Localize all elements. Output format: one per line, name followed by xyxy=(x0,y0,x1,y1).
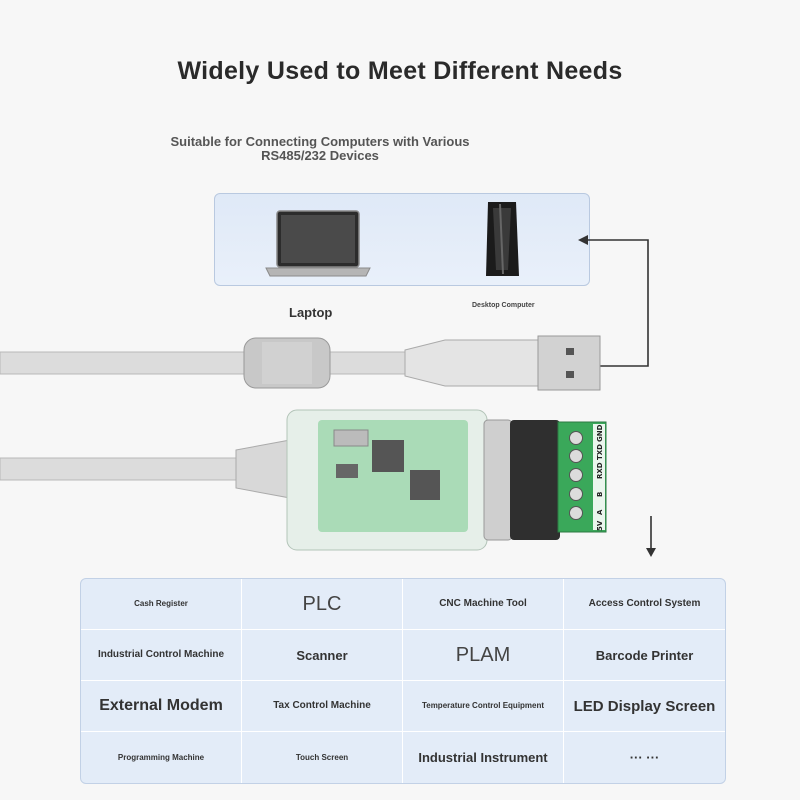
pin-label-b: B xyxy=(596,492,604,497)
laptop-label: Laptop xyxy=(289,305,333,320)
pin-label-txd: TXD xyxy=(596,444,604,460)
page-title: Widely Used to Meet Different Needs xyxy=(177,57,623,85)
rs485-adapter xyxy=(0,409,560,551)
application-cell: PLAM xyxy=(403,630,564,681)
arrow-connector-top xyxy=(586,239,649,367)
pin-label-gnd: GND xyxy=(596,424,604,442)
application-cell: Tax Control Machine xyxy=(242,681,403,732)
application-cell: Cash Register xyxy=(81,579,242,630)
usb-cable xyxy=(0,335,601,391)
application-cell: PLC xyxy=(242,579,403,630)
terminal-block xyxy=(557,421,607,533)
application-cell: Access Control System xyxy=(564,579,725,630)
application-cell: Scanner xyxy=(242,630,403,681)
application-cell: ··· ··· xyxy=(629,750,660,765)
arrow-down-to-applications xyxy=(646,516,656,557)
pin-label-rxd: RXD xyxy=(596,462,604,479)
laptop-icon xyxy=(265,210,371,277)
application-cell: Temperature Control Equipment xyxy=(403,681,564,732)
application-cell: Programming Machine xyxy=(81,732,242,783)
desktop-computer-icon xyxy=(486,202,519,276)
application-cell: Touch Screen xyxy=(242,732,403,783)
pin-label-5v: 5V xyxy=(596,520,604,531)
application-cell: Barcode Printer xyxy=(564,630,725,681)
desktop-computer-label: Desktop Computer xyxy=(472,302,535,309)
application-cell: Industrial Control Machine xyxy=(81,630,242,681)
application-cell: LED Display Screen xyxy=(564,681,725,732)
application-cell: External Modem xyxy=(81,681,242,732)
pin-label-a: A xyxy=(596,509,604,515)
application-cell: CNC Machine Tool xyxy=(403,579,564,630)
applications-table: Cash Register PLC CNC Machine Tool Acces… xyxy=(80,578,726,784)
subtitle: Suitable for Connecting Computers with V… xyxy=(170,134,470,163)
application-cell: Industrial Instrument xyxy=(403,732,564,783)
